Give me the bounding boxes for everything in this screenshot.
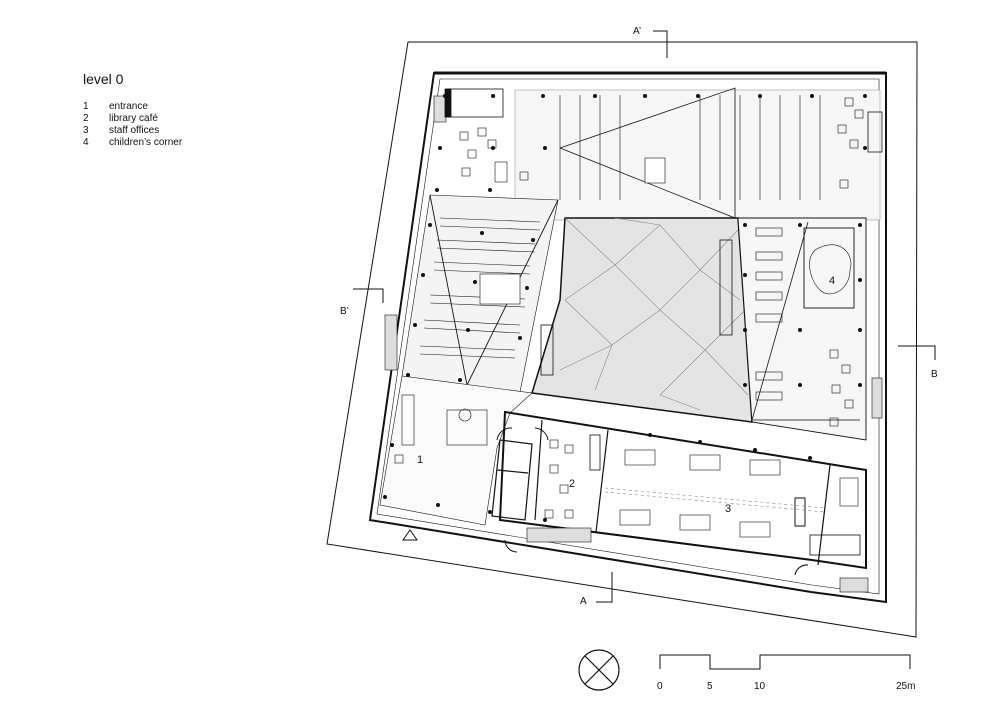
site-boundary bbox=[326, 41, 918, 638]
lobby-north bbox=[444, 88, 883, 153]
legend-label: staff offices bbox=[109, 125, 160, 136]
north-arrow-icon bbox=[578, 649, 620, 691]
room-label-entrance: 1 bbox=[417, 454, 423, 466]
legend-number: 2 bbox=[83, 113, 89, 124]
legend-number: 4 bbox=[83, 137, 89, 148]
section-marker-a bbox=[596, 572, 613, 603]
children-zone bbox=[737, 217, 867, 441]
section-label-b-prime: B’ bbox=[340, 306, 349, 317]
section-marker-b-prime bbox=[353, 288, 384, 303]
scale-tick-25m: 25m bbox=[896, 681, 915, 692]
room-label-children: 4 bbox=[829, 275, 835, 287]
section-marker-a-prime bbox=[653, 30, 668, 58]
central-atrium bbox=[531, 217, 753, 423]
scale-tick-5: 5 bbox=[707, 681, 713, 692]
room-legend: 1 entrance 2 library café 3 staff office… bbox=[83, 101, 182, 149]
section-marker-b bbox=[898, 345, 936, 360]
legend-item: 4 children’s corner bbox=[83, 137, 182, 149]
legend-item: 3 staff offices bbox=[83, 125, 182, 137]
section-label-a-prime: A’ bbox=[633, 26, 641, 37]
stack-zone-west bbox=[401, 194, 559, 393]
entrance-area bbox=[379, 375, 533, 526]
stairs bbox=[384, 95, 883, 593]
room-label-offices: 3 bbox=[725, 503, 731, 515]
entrance-marker bbox=[402, 427, 809, 576]
section-label-b: B bbox=[931, 369, 938, 380]
stack-zone-north bbox=[514, 87, 881, 221]
scale-bar bbox=[659, 654, 911, 670]
columns bbox=[383, 94, 867, 522]
legend-label: library café bbox=[109, 113, 158, 124]
scale-tick-10: 10 bbox=[754, 681, 766, 692]
legend-item: 2 library café bbox=[83, 113, 182, 125]
scale-tick-0: 0 bbox=[657, 681, 663, 692]
legend-label: entrance bbox=[109, 101, 148, 112]
legend-item: 1 entrance bbox=[83, 101, 182, 113]
room-label-cafe: 2 bbox=[569, 478, 575, 490]
legend-number: 1 bbox=[83, 101, 89, 112]
drawing-title: level 0 bbox=[83, 71, 124, 87]
office-block bbox=[498, 410, 867, 570]
service-core bbox=[491, 439, 533, 521]
legend-label: children’s corner bbox=[109, 137, 183, 148]
section-label-a: A bbox=[580, 596, 587, 607]
furniture bbox=[394, 97, 864, 519]
legend-number: 3 bbox=[83, 125, 89, 136]
